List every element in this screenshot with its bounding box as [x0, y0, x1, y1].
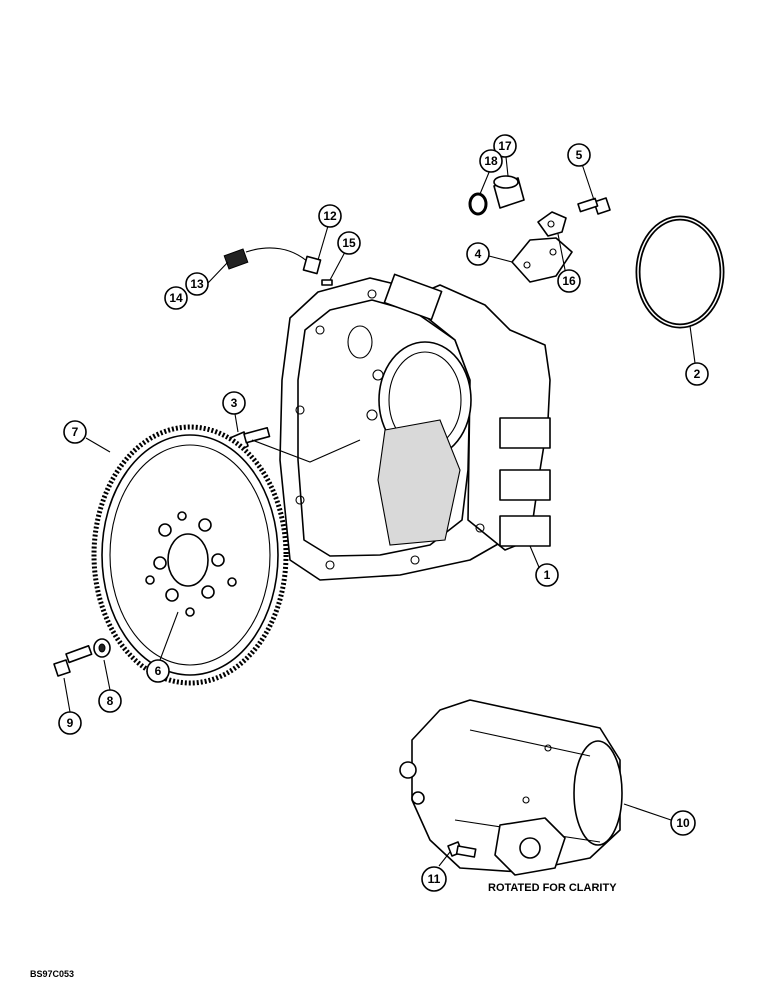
callout-9-label: 9 — [67, 716, 74, 730]
callout-16: 16 — [557, 269, 581, 293]
small-o-ring — [468, 192, 488, 216]
callout-1: 1 — [535, 563, 559, 587]
callout-16-label: 16 — [562, 274, 576, 288]
o-ring — [635, 215, 725, 329]
callout-15: 15 — [337, 231, 361, 255]
figure-reference: BS97C053 — [30, 969, 74, 979]
speed-sensor — [223, 247, 322, 275]
callout-13-label: 13 — [190, 277, 204, 291]
callout-14: 14 — [164, 286, 188, 310]
callout-7-label: 7 — [72, 425, 79, 439]
bolt-11 — [447, 841, 477, 858]
callout-4-label: 4 — [475, 247, 482, 261]
callout-17-label: 17 — [498, 139, 512, 153]
callout-2: 2 — [685, 362, 709, 386]
callout-11: 11 — [421, 866, 447, 892]
bracket — [537, 211, 567, 237]
callout-18: 18 — [479, 149, 503, 173]
callout-5: 5 — [567, 143, 591, 167]
callout-1-label: 1 — [544, 568, 551, 582]
callout-6-label: 6 — [155, 664, 162, 678]
callout-6: 6 — [146, 659, 170, 683]
starter-motor — [399, 699, 623, 876]
cover-plate — [511, 237, 573, 283]
callout-12: 12 — [318, 204, 342, 228]
callout-3-label: 3 — [231, 396, 238, 410]
washer — [93, 638, 111, 658]
callout-9: 9 — [58, 711, 82, 735]
callout-10-label: 10 — [676, 816, 690, 830]
flywheel — [91, 424, 289, 686]
callout-7: 7 — [63, 420, 87, 444]
callout-8: 8 — [98, 689, 122, 713]
callout-11-label: 11 — [428, 872, 441, 886]
bolt-9 — [53, 644, 93, 677]
callout-2-label: 2 — [694, 367, 701, 381]
callout-5-label: 5 — [576, 148, 583, 162]
callout-10: 10 — [670, 810, 696, 836]
shim-washer — [321, 279, 333, 286]
flywheel-housing — [279, 273, 551, 581]
fitting — [493, 175, 525, 209]
callout-8-label: 8 — [107, 694, 114, 708]
callout-14-label: 14 — [169, 291, 183, 305]
callout-4: 4 — [466, 242, 490, 266]
leader-lines — [63, 156, 696, 867]
callout-15-label: 15 — [342, 236, 356, 250]
rotated-for-clarity-caption: ROTATED FOR CLARITY — [488, 882, 617, 894]
callout-17: 17 — [493, 134, 517, 158]
callout-12-label: 12 — [323, 209, 337, 223]
callout-18-label: 18 — [484, 154, 498, 168]
bolt-5 — [577, 197, 611, 215]
callout-3: 3 — [222, 391, 246, 415]
callout-13: 13 — [185, 272, 209, 296]
